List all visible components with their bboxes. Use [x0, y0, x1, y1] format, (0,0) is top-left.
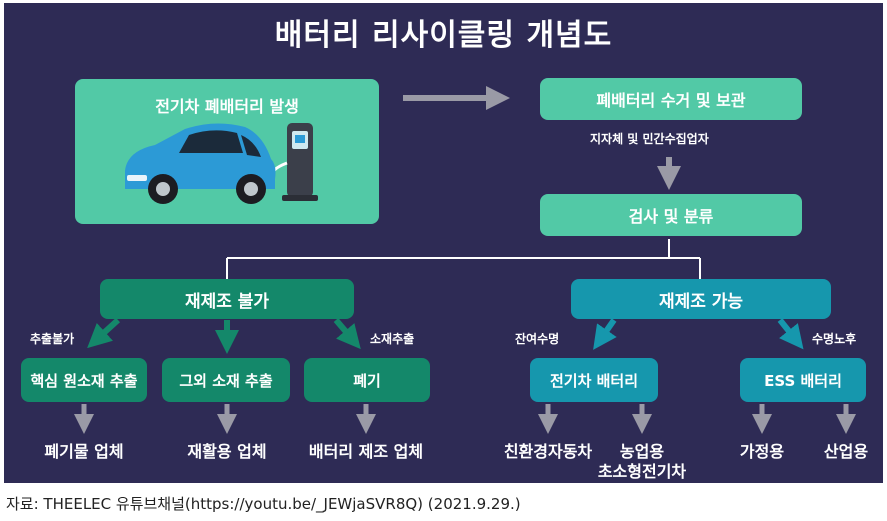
ev-waste-battery-box: 전기차 폐배터리 발생 — [75, 79, 379, 224]
collectors-label: 지자체 및 민간수집업자 — [590, 132, 709, 146]
ev-battery-box: 전기차 배터리 — [530, 358, 658, 402]
remanufacturable-box: 재제조 가능 — [571, 279, 831, 319]
edge-label-extract-impossible: 추출불가 — [30, 332, 75, 346]
output-agri-line1: 농업용 — [619, 442, 665, 461]
electric-car-icon — [125, 123, 276, 204]
arrow-to-disposal — [333, 318, 361, 350]
arrow-to-core-material — [87, 317, 121, 349]
output-home: 가정용 — [739, 442, 785, 461]
collect-store-box: 폐배터리 수거 및 보관 — [540, 78, 802, 120]
charger-icon — [269, 123, 318, 201]
arrow-to-ev-battery — [593, 318, 617, 350]
output-agri-line2: 초소형전기차 — [597, 462, 687, 481]
ev-waste-battery-label: 전기차 폐배터리 발생 — [155, 97, 299, 116]
source-caption: 자료: THEELEC 유튜브채널(https://youtu.be/_JEWj… — [6, 495, 521, 513]
edge-label-life-aged: 수명노후 — [812, 332, 857, 346]
inspect-classify-box: 검사 및 분류 — [540, 194, 802, 236]
ev-charging-illustration — [125, 123, 318, 204]
disposal-box: 폐기 — [304, 358, 430, 402]
output-eco-car: 친환경자동차 — [503, 442, 593, 461]
edge-label-remaining-life: 잔여수명 — [515, 332, 560, 346]
diagram-title: 배터리 리사이클링 개념도 — [274, 18, 613, 53]
output-recycle-company: 재활용 업체 — [187, 442, 267, 461]
arrow-to-ess-battery — [777, 318, 804, 350]
other-material-extract-box: 그외 소재 추출 — [162, 358, 290, 402]
output-industry: 산업용 — [823, 442, 869, 461]
edge-label-material-extract: 소재추출 — [370, 332, 415, 346]
ess-battery-box: ESS 배터리 — [740, 358, 866, 402]
output-battery-maker: 배터리 제조 업체 — [308, 442, 424, 461]
core-material-extract-box: 핵심 원소재 추출 — [21, 358, 147, 402]
output-waste-company: 폐기물 업체 — [44, 442, 124, 461]
not-remanufacturable-box: 재제조 불가 — [100, 279, 354, 319]
